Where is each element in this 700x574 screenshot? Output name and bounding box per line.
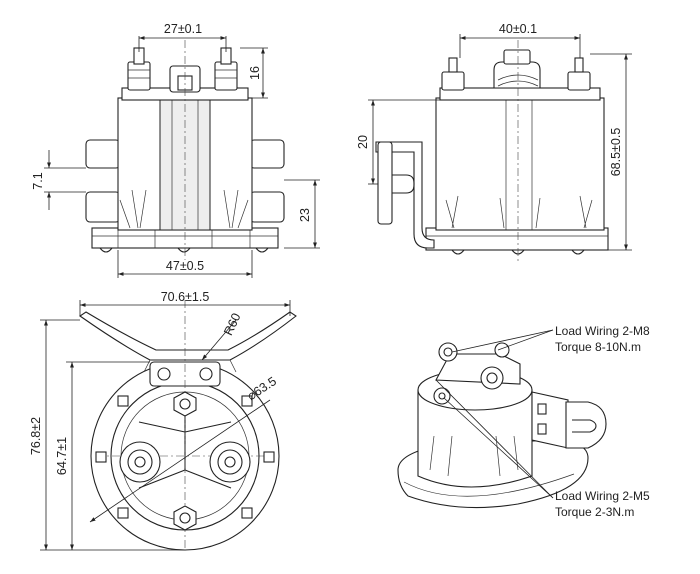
bottom-bracket-radius-label: R60 — [221, 311, 243, 338]
bottom-overall-height-label: 76.8±2 — [29, 417, 43, 455]
large-torque-callout: Torque 8-10N.m — [555, 340, 641, 354]
side-overall-height-label: 68.5±0.5 — [609, 128, 623, 177]
front-view: 27±0.1 16 7.1 23 47±0.5 — [31, 22, 320, 278]
side-terminal-spacing-label: 40±0.1 — [499, 22, 537, 36]
bottom-view: 70.6±1.5 R60 ⌀63.5 76.8±2 64.7±1 — [29, 290, 297, 551]
bottom-bracket-width-label: 70.6±1.5 — [161, 290, 210, 304]
small-torque-callout: Torque 2-3N.m — [555, 505, 634, 519]
front-body-width-label: 47±0.5 — [166, 259, 204, 273]
bottom-body-height-label: 64.7±1 — [55, 437, 69, 475]
small-wiring-callout: Load Wiring 2-M5 — [555, 489, 650, 503]
side-bracket-height-label: 20 — [356, 135, 370, 149]
front-terminal-spacing-label: 27±0.1 — [164, 22, 202, 36]
front-stud-height-label: 16 — [248, 66, 262, 80]
front-bracket-slot-label: 7.1 — [31, 172, 45, 189]
side-view: 40±0.1 20 68.5±0.5 — [356, 22, 632, 262]
front-base-to-bracket-label: 23 — [298, 208, 312, 222]
isometric-view: Load Wiring 2-M8 Torque 8-10N.m Load Wir… — [397, 324, 650, 519]
large-wiring-callout: Load Wiring 2-M8 — [555, 324, 650, 338]
bottom-bolt-circle-label: ⌀63.5 — [245, 374, 279, 403]
